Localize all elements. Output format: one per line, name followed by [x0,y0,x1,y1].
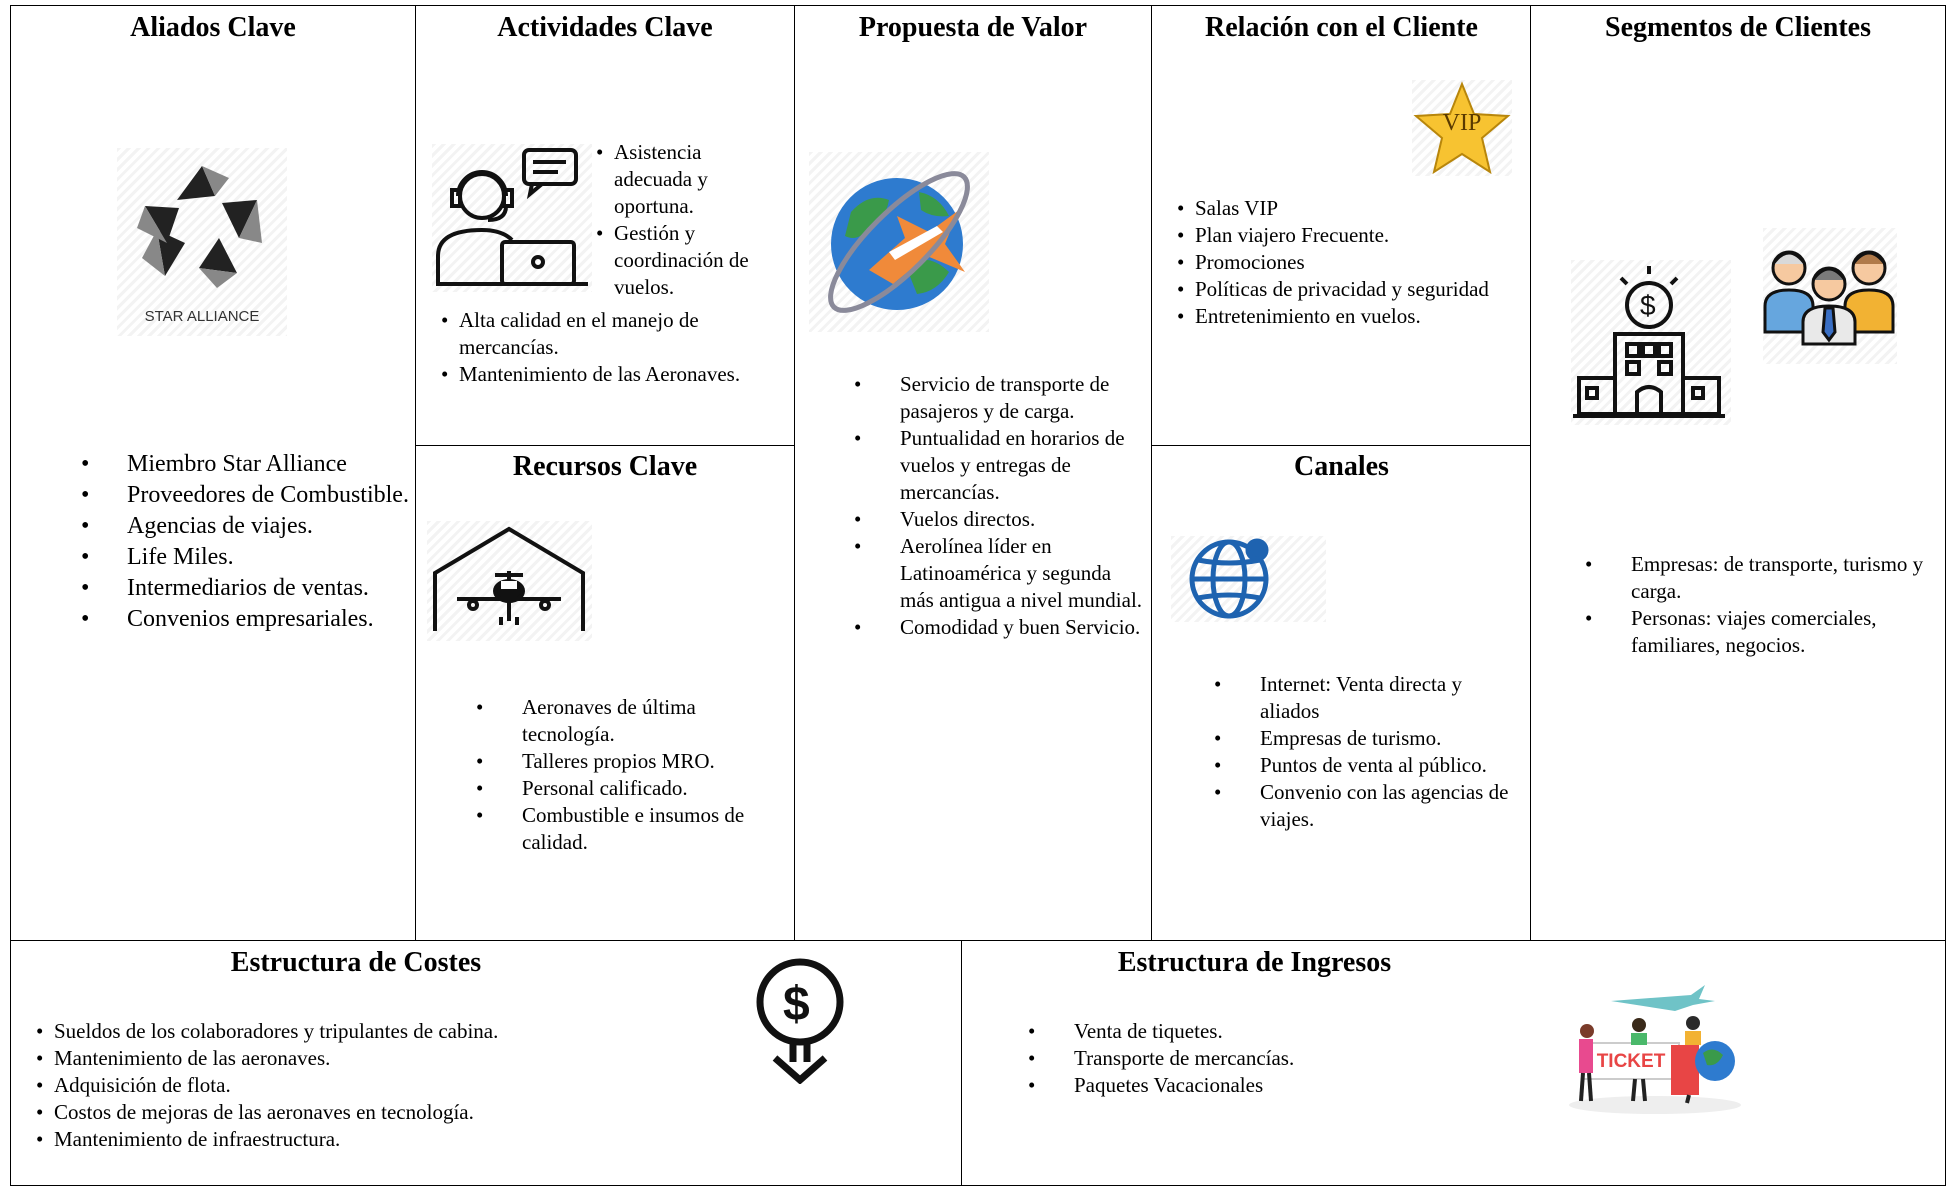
list-item: Asistencia adecuada y oportuna. [594,139,774,220]
canales-block: Canales Internet: Venta directa y aliado… [1151,445,1532,942]
list-item: Life Miles. [77,542,412,573]
actividades-clave-list-right: Asistencia adecuada y oportuna. Gestión … [594,139,774,301]
hangar-airplane-icon [427,521,592,641]
customer-support-icon [432,144,592,292]
list-item: Proveedores de Combustible. [77,480,412,511]
list-item: Miembro Star Alliance [77,449,412,480]
propuesta-valor-list: Servicio de transporte de pasajeros y de… [850,371,1146,641]
relacion-cliente-title: Relación con el Cliente [1205,12,1478,43]
canales-title: Canales [1294,451,1389,482]
list-item: Aeronaves de última tecnología. [472,694,782,748]
list-item: Convenio con las agencias de viajes. [1210,779,1510,833]
estructura-ingresos-title: Estructura de Ingresos [1117,947,1392,978]
estructura-ingresos-block: Estructura de Ingresos [961,940,1946,1186]
list-item: Adquisición de flota. [34,1072,724,1099]
dollar-down-arrow-icon: $ [739,956,861,1085]
list-item: Puntos de venta al público. [1210,752,1510,779]
svg-text:$: $ [1640,290,1656,321]
list-item: Transporte de mercancías. [1024,1045,1544,1072]
list-item: Plan viajero Frecuente. [1175,222,1495,249]
list-item: Internet: Venta directa y aliados [1210,671,1510,725]
list-item: Gestión y coordinación de vuelos. [594,220,774,301]
list-item: Sueldos de los colaboradores y tripulant… [34,1018,724,1045]
ticket-people-icon: TICKET [1565,981,1745,1116]
actividades-clave-title: Actividades Clave [497,12,713,43]
list-item: Aerolínea líder en Latinoamérica y segun… [850,533,1146,614]
people-group-icon [1763,228,1897,364]
estructura-ingresos-list: Venta de tiquetes. Transporte de mercanc… [1024,1018,1544,1099]
list-item: Combustible e insumos de calidad. [472,802,782,856]
relacion-cliente-list: Salas VIP Plan viajero Frecuente. Promoc… [1175,195,1495,330]
actividades-clave-list-bottom: Alta calidad en el manejo de mercancías.… [439,307,759,388]
bank-building-icon: $ [1571,260,1731,425]
list-item: Empresas de turismo. [1210,725,1510,752]
list-item: Agencias de viajes. [77,511,412,542]
list-item: Venta de tiquetes. [1024,1018,1544,1045]
web-globe-icon [1171,536,1326,622]
segmentos-clientes-title: Segmentos de Clientes [1605,12,1871,43]
list-item: Alta calidad en el manejo de mercancías. [439,307,759,361]
list-item: Mantenimiento de infraestructura. [34,1126,724,1153]
list-item: Intermediarios de ventas. [77,573,412,604]
recursos-clave-block: Recursos Clave Aeronaves de última tecno… [415,445,795,942]
recursos-clave-title: Recursos Clave [512,451,698,482]
list-item: Vuelos directos. [850,506,1146,533]
vip-badge-text: VIP [1442,110,1482,136]
list-item: Empresas: de transporte, turismo y carga… [1581,551,1936,605]
list-item: Salas VIP [1175,195,1495,222]
list-item: Políticas de privacidad y seguridad [1175,276,1495,303]
list-item: Servicio de transporte de pasajeros y de… [850,371,1146,425]
list-item: Personal calificado. [472,775,782,802]
list-item: Convenios empresariales. [77,604,412,635]
actividades-clave-block: Actividades Clave Asistencia adecuada y … [415,5,795,447]
globe-airplane-icon [809,152,989,332]
aliados-clave-block: Aliados Clave STAR ALLIANCE [10,5,416,942]
vip-star-icon: VIP [1412,80,1512,176]
aliados-clave-title: Aliados Clave [130,12,296,43]
propuesta-valor-block: Propuesta de Valor Servicio de transport… [794,5,1152,942]
list-item: Mantenimiento de las Aeronaves. [439,361,759,388]
list-item: Personas: viajes comerciales, familiares… [1581,605,1936,659]
list-item: Promociones [1175,249,1495,276]
estructura-costes-list: Sueldos de los colaboradores y tripulant… [34,1018,724,1153]
relacion-cliente-block: Relación con el Cliente VIP Salas VIP Pl… [1151,5,1532,447]
ticket-text: TICKET [1596,1051,1666,1072]
list-item: Talleres propios MRO. [472,748,782,775]
list-item: Paquetes Vacacionales [1024,1072,1544,1099]
star-alliance-logo: STAR ALLIANCE [117,148,287,336]
list-item: Mantenimiento de las aeronaves. [34,1045,724,1072]
svg-text:$: $ [783,978,810,1031]
list-item: Puntualidad en horarios de vuelos y entr… [850,425,1146,506]
recursos-clave-list: Aeronaves de última tecnología. Talleres… [472,694,782,856]
estructura-costes-block: Estructura de Costes $ Sueldos de los co… [10,940,963,1186]
list-item: Comodidad y buen Servicio. [850,614,1146,641]
propuesta-valor-title: Propuesta de Valor [858,12,1088,43]
aliados-clave-list: Miembro Star Alliance Proveedores de Com… [77,449,412,635]
segmentos-clientes-block: Segmentos de Clientes $ [1530,5,1946,942]
segmentos-clientes-list: Empresas: de transporte, turismo y carga… [1581,551,1936,659]
list-item: Costos de mejoras de las aeronaves en te… [34,1099,724,1126]
canales-list: Internet: Venta directa y aliados Empres… [1210,671,1510,833]
star-alliance-logo-text: STAR ALLIANCE [144,308,260,325]
list-item: Entretenimiento en vuelos. [1175,303,1495,330]
estructura-costes-title: Estructura de Costes [230,947,482,978]
